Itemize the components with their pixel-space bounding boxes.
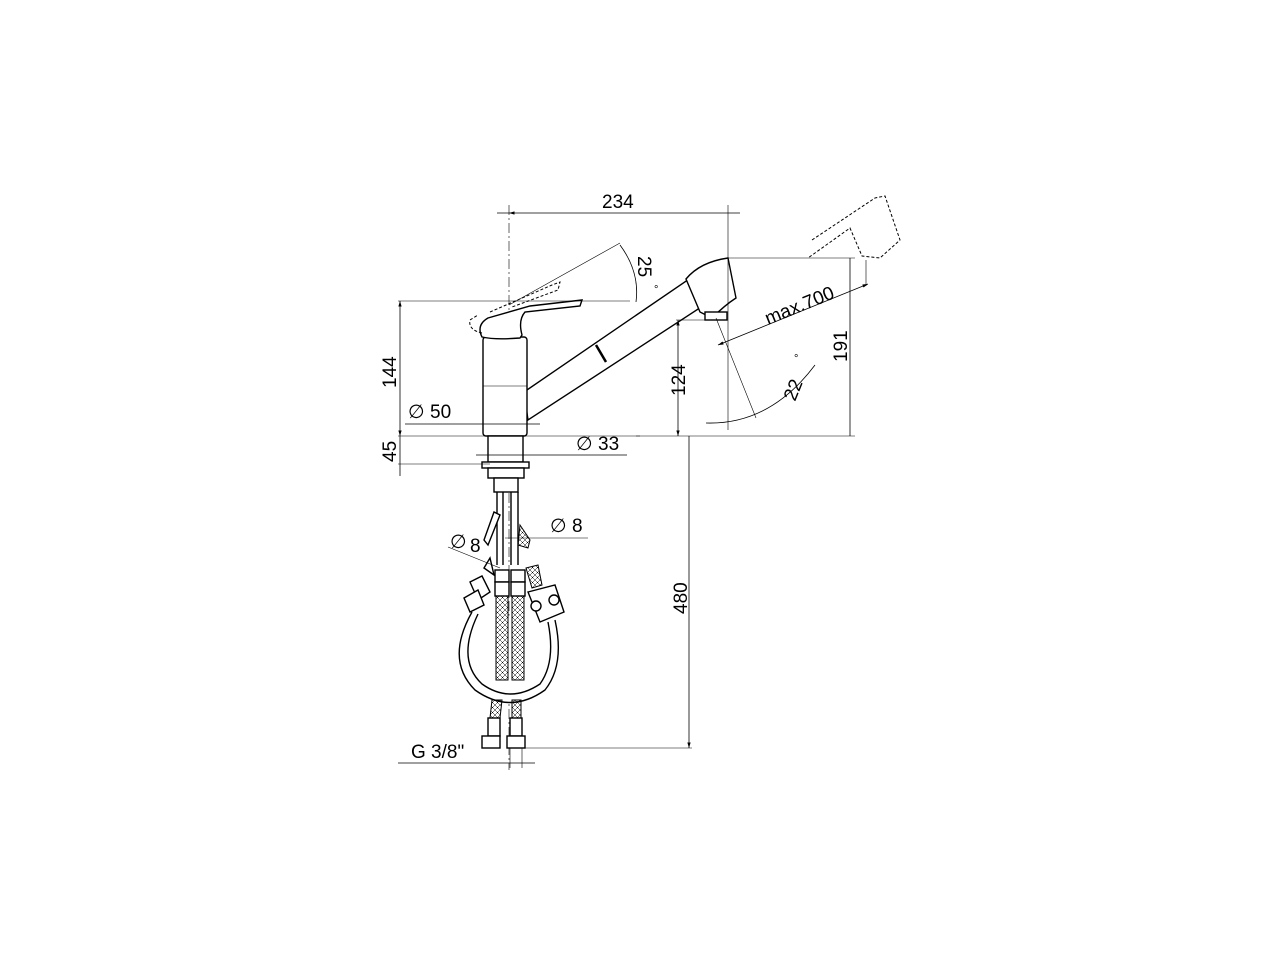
spout — [523, 276, 714, 422]
dimension-connection-thread: G 3/8" — [398, 742, 535, 768]
dimension-hose-diameter-right: ∅ 8 — [505, 516, 588, 539]
svg-text:°: ° — [794, 353, 798, 365]
dimension-45: 45 — [380, 435, 640, 476]
svg-text:191: 191 — [831, 330, 852, 362]
base-plate — [481, 461, 530, 469]
lever-alt-position-front — [469, 314, 483, 334]
svg-text:∅: ∅ — [408, 402, 425, 423]
lever-alt-position-raised — [489, 281, 561, 313]
svg-text:25: 25 — [633, 256, 654, 277]
svg-text:45: 45 — [380, 441, 401, 462]
threaded-stem — [493, 477, 519, 493]
hoses — [458, 556, 565, 749]
svg-text:∅: ∅ — [550, 516, 567, 537]
dimension-191: 191 — [636, 257, 855, 437]
svg-text:8: 8 — [470, 536, 481, 557]
dimension-234: 234 — [497, 192, 740, 430]
svg-text:33: 33 — [598, 434, 619, 455]
spout-joint — [594, 344, 608, 363]
svg-text:8: 8 — [572, 516, 583, 537]
svg-text:144: 144 — [380, 356, 401, 388]
svg-text:50: 50 — [430, 402, 451, 423]
dimension-diameter-50: ∅ 50 — [405, 402, 540, 425]
lever-handle — [479, 299, 584, 340]
dimension-234-label: 234 — [602, 192, 634, 213]
dimension-lever-angle: 25 ° — [508, 242, 658, 306]
connector-nut-left — [481, 735, 501, 749]
dimension-hose-diameter-left: ∅ 8 — [447, 532, 501, 569]
svg-text:G 3/8": G 3/8" — [411, 742, 464, 763]
body-cylinder — [482, 336, 528, 437]
svg-text:∅: ∅ — [576, 434, 593, 455]
connector-nut-right — [506, 735, 526, 749]
svg-text:max.700: max.700 — [762, 283, 837, 330]
dimension-spout-angle: 22 ° — [705, 317, 816, 424]
dimension-480: 480 — [525, 436, 692, 749]
spray-head-extended-outline — [807, 195, 901, 259]
dimension-144: 144 — [380, 300, 630, 436]
body-shank — [487, 435, 524, 463]
dimension-124: 124 — [669, 319, 705, 436]
svg-text:22: 22 — [780, 376, 807, 403]
svg-text:124: 124 — [669, 364, 690, 396]
svg-text:480: 480 — [671, 582, 692, 614]
faucet-body — [469, 257, 737, 565]
svg-text:°: ° — [654, 284, 658, 296]
svg-text:∅: ∅ — [450, 532, 467, 553]
fixing-nut — [487, 467, 525, 479]
dimension-diameter-33: ∅ 33 — [476, 434, 627, 456]
